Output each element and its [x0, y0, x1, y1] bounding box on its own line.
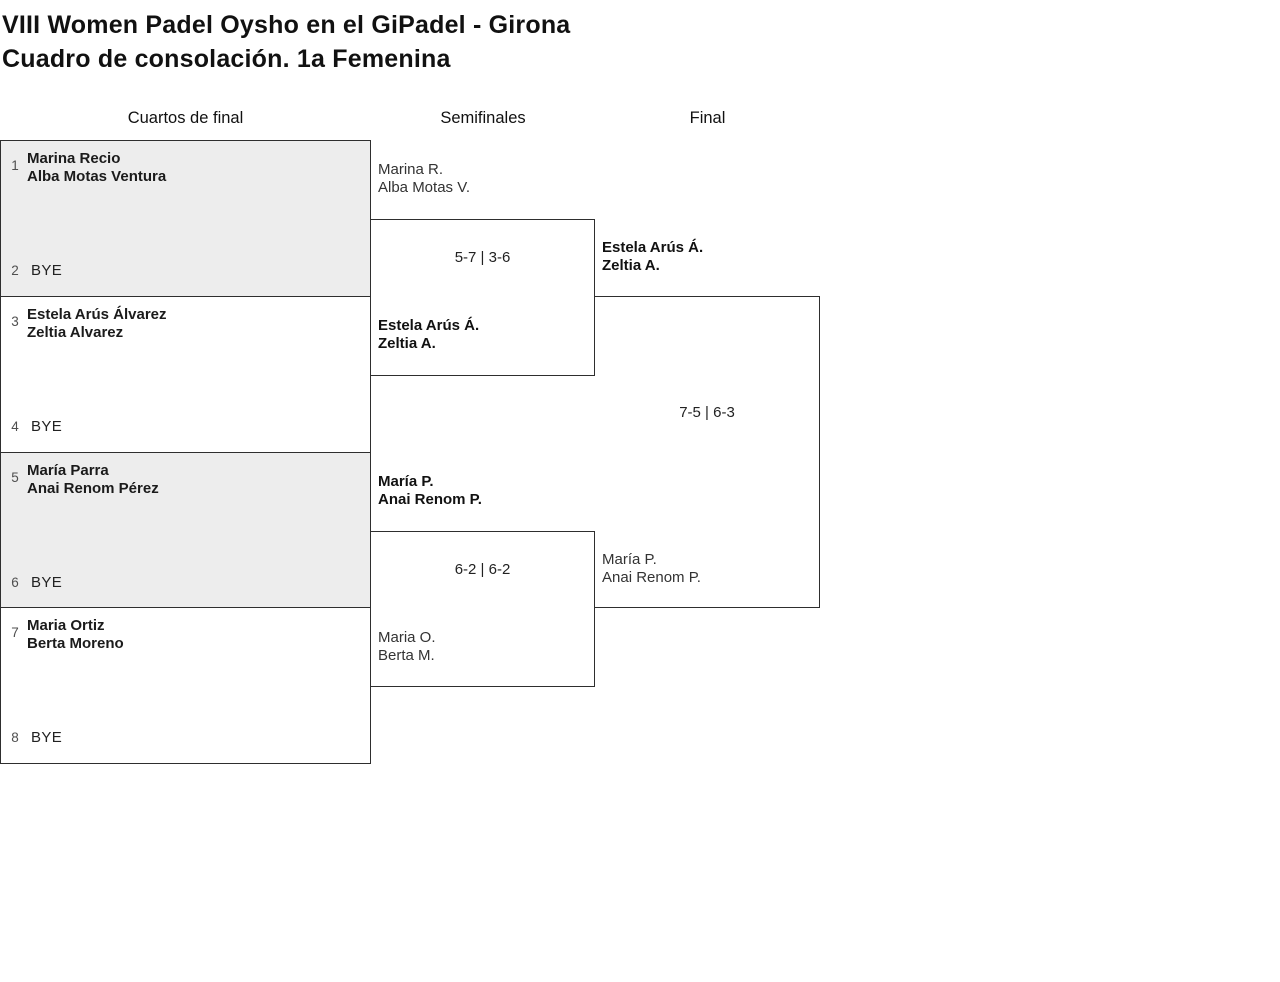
player-name: Anai Renom P.: [602, 569, 701, 586]
bye-label: BYE: [31, 418, 63, 435]
player-name: Zeltia A.: [378, 335, 436, 352]
final-bottom-team: María P. Anai Renom P.: [602, 551, 701, 587]
player-name: Zeltia Alvarez: [27, 324, 124, 341]
player-name: Zeltia A.: [602, 257, 660, 274]
player-name: María P.: [378, 473, 434, 490]
player-name: Maria O.: [378, 629, 436, 646]
seed-number: 3: [11, 314, 19, 329]
seed-number: 8: [11, 730, 19, 745]
final-match: [594, 296, 820, 608]
tournament-title: VIII Women Padel Oysho en el GiPadel - G…: [2, 11, 571, 39]
semifinal-1-bottom-team: Estela Arús Á. Zeltia A.: [378, 317, 479, 353]
seed-number: 1: [11, 158, 19, 173]
semifinal-2-top-team: María P. Anai Renom P.: [378, 473, 482, 509]
player-name: María Parra: [27, 462, 109, 479]
semifinal-1-score: 5-7 | 3-6: [454, 249, 511, 266]
player-name: Alba Motas Ventura: [27, 168, 167, 185]
player-name: Estela Arús Á.: [378, 317, 480, 334]
player-name: Anai Renom P.: [378, 491, 482, 508]
player-name: María P.: [602, 551, 657, 568]
bye-entry: 8 BYE: [8, 729, 62, 746]
player-name: Berta M.: [378, 647, 435, 664]
player-name: Estela Arús Á.: [602, 239, 704, 256]
player-name: Marina R.: [378, 161, 444, 178]
bye-entry: 2 BYE: [8, 262, 62, 279]
player-name: Alba Motas V.: [378, 179, 470, 196]
team-entry: Maria Ortiz Berta Moreno: [27, 617, 124, 653]
semifinal-match-1: [370, 219, 595, 376]
seed-number: 5: [11, 470, 19, 485]
player-name: Maria Ortiz: [27, 617, 105, 634]
final-score: 7-5 | 6-3: [679, 404, 735, 421]
player-name: Anai Renom Pérez: [27, 480, 159, 497]
team-entry: María Parra Anai Renom Pérez: [27, 462, 159, 498]
seed-number: 6: [11, 575, 19, 590]
semifinal-2-bottom-team: Maria O. Berta M.: [378, 629, 436, 665]
page-title: VIII Women Padel Oysho en el GiPadel - G…: [2, 8, 570, 76]
bye-label: BYE: [31, 574, 63, 591]
quarterfinal-match-4: 7 Maria Ortiz Berta Moreno 8 BYE: [0, 607, 371, 764]
player-name: Berta Moreno: [27, 635, 124, 652]
seed-number: 4: [11, 419, 19, 434]
quarterfinal-match-3: 5 María Parra Anai Renom Pérez 6 BYE: [0, 452, 371, 608]
semifinal-match-2: [370, 531, 595, 687]
seed-number: 2: [11, 263, 19, 278]
semifinal-2-score: 6-2 | 6-2: [454, 561, 511, 578]
team-entry: Marina Recio Alba Motas Ventura: [27, 150, 166, 186]
draw-subtitle: Cuadro de consolación. 1a Femenina: [2, 45, 451, 73]
seed-number: 7: [11, 625, 19, 640]
quarterfinal-match-1: 1 Marina Recio Alba Motas Ventura 2 BYE: [0, 140, 371, 297]
team-entry: Estela Arús Álvarez Zeltia Alvarez: [27, 306, 167, 342]
bye-entry: 4 BYE: [8, 418, 62, 435]
bye-entry: 6 BYE: [8, 574, 62, 591]
player-name: Estela Arús Álvarez: [27, 306, 167, 323]
column-header-quarterfinals: Cuartos de final: [127, 109, 244, 127]
final-top-team: Estela Arús Á. Zeltia A.: [602, 239, 703, 275]
bye-label: BYE: [31, 262, 63, 279]
quarterfinal-match-2: 3 Estela Arús Álvarez Zeltia Alvarez 4 B…: [0, 296, 371, 453]
player-name: Marina Recio: [27, 150, 121, 167]
column-header-final: Final: [689, 109, 726, 127]
bye-label: BYE: [31, 729, 63, 746]
semifinal-1-top-team: Marina R. Alba Motas V.: [378, 161, 470, 197]
column-header-semifinals: Semifinales: [440, 109, 526, 127]
